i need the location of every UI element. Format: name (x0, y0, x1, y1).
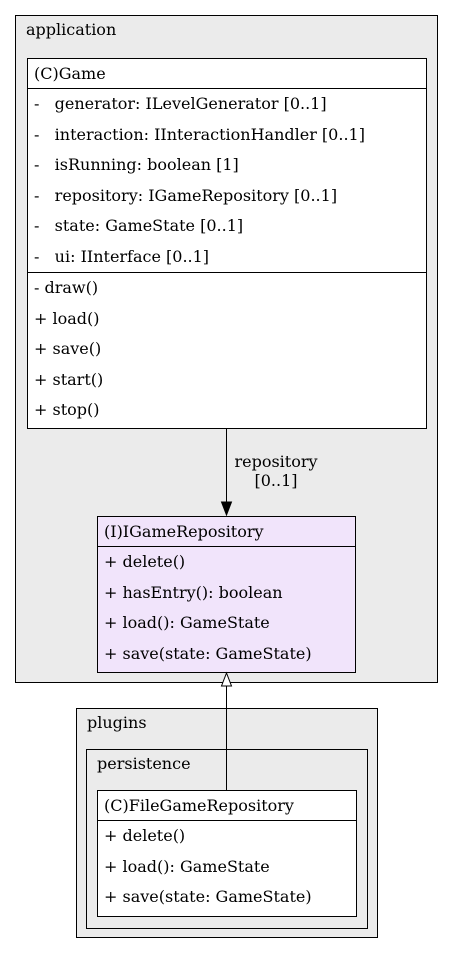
method-row: + load() (34, 308, 100, 328)
class-game-title: (C)Game (28, 59, 426, 89)
method-row: + load(): GameState (104, 856, 270, 876)
interface-igamerepository[interactable]: (I)IGameRepository + delete() + hasEntry… (97, 516, 356, 673)
association-label-role: repository (234, 452, 318, 471)
association-arrowhead (220, 501, 233, 517)
package-application-label: application (26, 20, 117, 39)
method-row: + stop() (34, 400, 100, 420)
attribute-row: - isRunning: boolean [1] (34, 155, 239, 175)
method-row: + save(state: GameState) (104, 643, 312, 663)
class-filegamerepository[interactable]: (C)FileGameRepository + delete() + load(… (97, 790, 357, 917)
method-row: + delete() (104, 552, 186, 571)
method-row: + save() (34, 339, 102, 359)
realization-arrowhead (220, 671, 233, 687)
interface-igamerepository-methods: + delete() + hasEntry(): boolean + load(… (98, 547, 355, 669)
attribute-row: - ui: IInterface [0..1] (34, 246, 210, 266)
attribute-row: - state: GameState [0..1] (34, 216, 244, 236)
method-row: + delete() (104, 826, 186, 845)
package-plugins-label: plugins (87, 713, 147, 732)
method-row: + load(): GameState (104, 613, 270, 633)
attribute-row: - interaction: IInteractionHandler [0..1… (34, 124, 365, 144)
method-row: - draw() (34, 278, 99, 297)
attribute-row: - repository: IGameRepository [0..1] (34, 185, 338, 205)
class-game-attributes: - generator: ILevelGenerator [0..1] - in… (28, 89, 426, 273)
attribute-row: - generator: ILevelGenerator [0..1] (34, 94, 327, 113)
method-row: + save(state: GameState) (104, 887, 312, 907)
package-persistence-label: persistence (97, 754, 191, 773)
method-row: + start() (34, 369, 104, 389)
interface-igamerepository-title: (I)IGameRepository (98, 517, 355, 547)
class-filegamerepository-methods: + delete() + load(): GameState + save(st… (98, 821, 356, 913)
class-game-methods: - draw() + load() + save() + start() + s… (28, 273, 426, 426)
method-row: + hasEntry(): boolean (104, 582, 283, 602)
class-filegamerepository-title: (C)FileGameRepository (98, 791, 356, 821)
class-game[interactable]: (C)Game - generator: ILevelGenerator [0.… (27, 58, 427, 429)
association-label-multiplicity: [0..1] (254, 471, 298, 490)
